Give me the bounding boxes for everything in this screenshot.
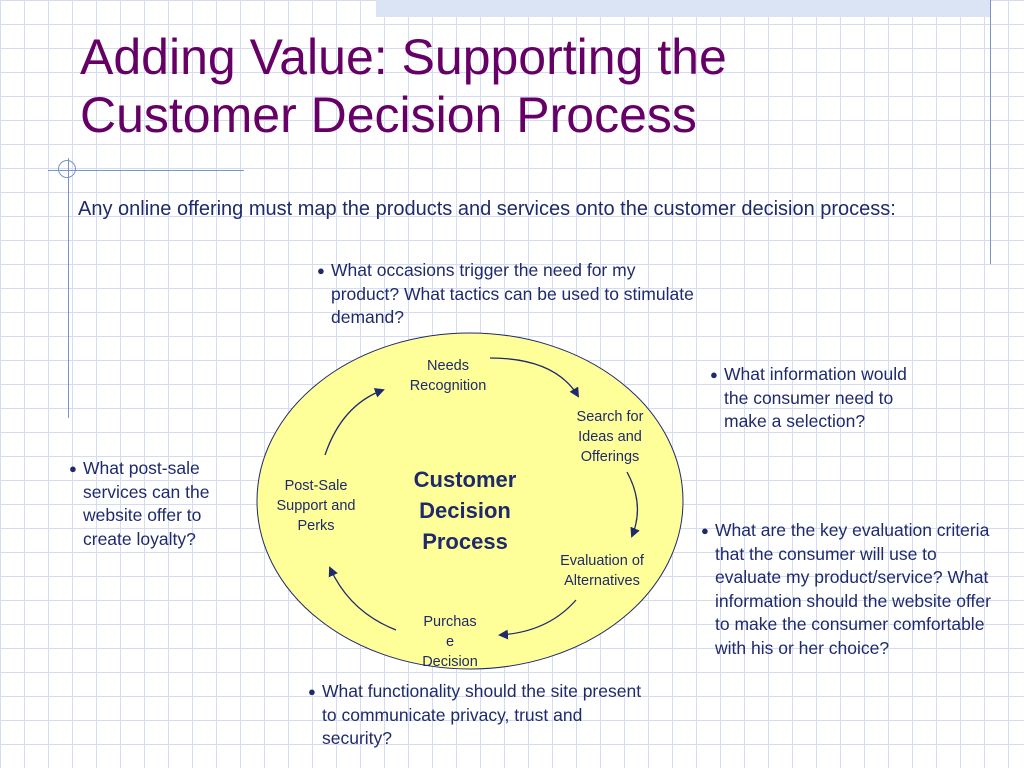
arrow-postsale-to-needs	[324, 388, 385, 456]
crosshair-circle-icon	[58, 160, 76, 178]
center-line-1: Customer	[413, 467, 517, 492]
question-search-text: What information would the consumer need…	[724, 364, 907, 431]
stage-needs-recognition: Needs Recognition	[409, 358, 487, 394]
question-search: ● What information would the consumer ne…	[710, 363, 920, 434]
slide-title: Adding Value: Supporting the Customer De…	[80, 28, 960, 144]
question-evaluation: ● What are the key evaluation criteria t…	[701, 519, 1005, 660]
arrow-search-to-evaluation	[626, 471, 640, 538]
question-postsale: ● What post-sale services can the websit…	[69, 457, 249, 551]
bullet-dot-icon: ●	[710, 367, 718, 382]
stage-purchase-decision: Purchas e Decision	[422, 614, 478, 670]
center-label: Customer Decision Process	[400, 464, 530, 557]
stage-search: Search for Ideas and Offerings	[576, 409, 644, 465]
bullet-dot-icon: ●	[701, 523, 709, 538]
title-line-1: Adding Value: Supporting the	[80, 29, 727, 85]
stage-post-sale: Post-Sale Support and Perks	[276, 478, 356, 534]
bullet-dot-icon: ●	[308, 684, 316, 699]
vertical-rule-right	[990, 0, 991, 264]
bullet-dot-icon: ●	[317, 263, 325, 278]
title-line-2: Customer Decision Process	[80, 87, 697, 143]
question-needs: ● What occasions trigger the need for my…	[317, 259, 701, 330]
bullet-dot-icon: ●	[69, 461, 77, 476]
question-purchase: ● What functionality should the site pre…	[308, 680, 642, 751]
question-purchase-text: What functionality should the site prese…	[322, 681, 642, 748]
horizontal-rule	[48, 170, 244, 171]
question-needs-text: What occasions trigger the need for my p…	[331, 260, 694, 327]
question-evaluation-text: What are the key evaluation criteria tha…	[715, 520, 991, 658]
center-line-3: Process	[422, 529, 508, 554]
vertical-rule-left	[68, 158, 69, 418]
top-banner	[376, 0, 990, 17]
arrow-evaluation-to-purchase	[498, 599, 577, 640]
stage-evaluation: Evaluation of Alternatives	[560, 553, 644, 589]
arrow-needs-to-search	[489, 357, 580, 398]
intro-text: Any online offering must map the product…	[78, 198, 896, 220]
arrow-purchase-to-postsale	[328, 566, 397, 631]
cycle-ellipse	[256, 332, 684, 670]
question-postsale-text: What post-sale services can the website …	[83, 458, 210, 549]
center-line-2: Decision	[419, 498, 511, 523]
